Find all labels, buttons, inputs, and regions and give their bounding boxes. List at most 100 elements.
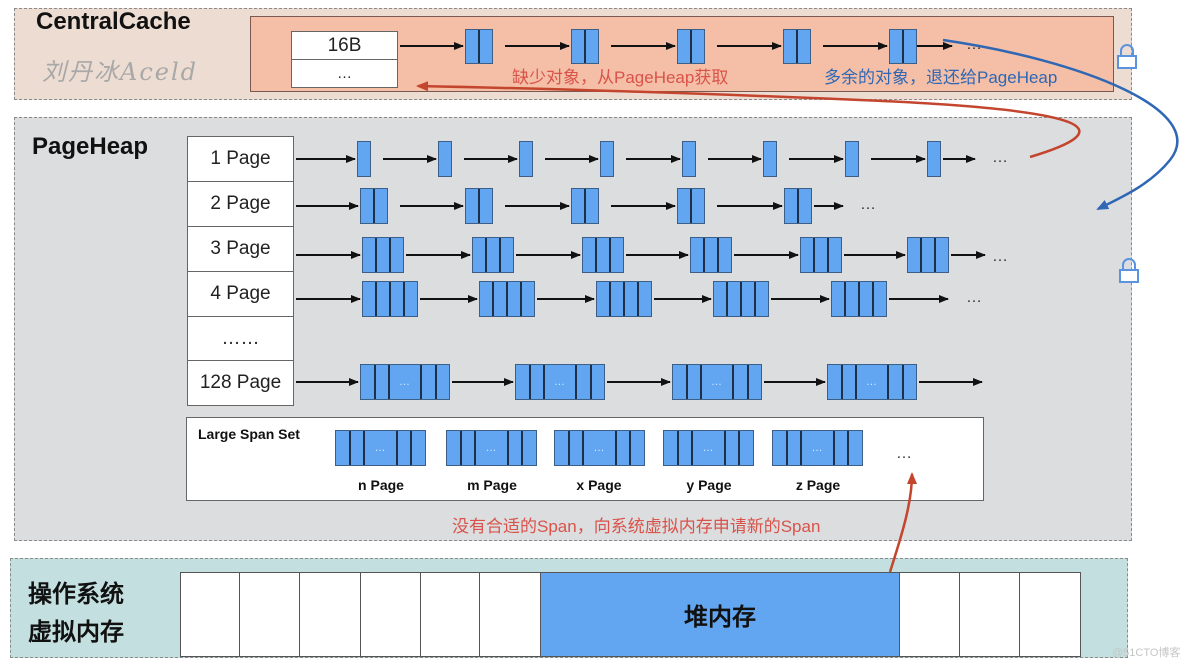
page-class-ellipsis: …… xyxy=(187,316,294,361)
span-page xyxy=(447,431,460,465)
page-class-1: 1 Page xyxy=(187,136,294,182)
span-page-ellipsis: … xyxy=(474,431,506,465)
span-page xyxy=(520,282,534,316)
request-new-span-label: 没有合适的Span，向系统虚拟内存申请新的Span xyxy=(452,517,821,536)
span-page xyxy=(773,431,786,465)
large-span-label-n: n Page xyxy=(358,477,404,493)
span-page xyxy=(738,431,753,465)
span-page xyxy=(595,238,609,272)
span-block: … xyxy=(515,364,605,400)
page-heap-title: PageHeap xyxy=(32,133,149,160)
span-block xyxy=(465,29,493,64)
span-page xyxy=(466,189,478,223)
span-page xyxy=(690,30,704,63)
span-page xyxy=(358,142,370,176)
span-block xyxy=(582,237,624,273)
span-block xyxy=(357,141,371,177)
span-page xyxy=(714,282,726,316)
size-class-more: … xyxy=(291,59,398,88)
span-page xyxy=(373,189,387,223)
span-block xyxy=(519,141,533,177)
span-page xyxy=(410,431,425,465)
page-class-3: 3 Page xyxy=(187,226,294,272)
span-page xyxy=(567,431,583,465)
span-page xyxy=(555,431,568,465)
span-block xyxy=(690,237,732,273)
memory-block xyxy=(959,572,1020,657)
span-page xyxy=(872,282,886,316)
span-block: … xyxy=(446,430,537,466)
row2-trailing-dots: … xyxy=(860,196,878,213)
span-page xyxy=(846,142,858,176)
memory-block xyxy=(479,572,541,657)
span-page xyxy=(847,431,862,465)
span-page xyxy=(473,238,485,272)
page-class-2: 2 Page xyxy=(187,181,294,227)
page-class-128: 128 Page xyxy=(187,360,294,406)
span-block xyxy=(713,281,769,317)
span-block xyxy=(784,188,812,224)
span-page xyxy=(439,142,451,176)
span-block: … xyxy=(335,430,426,466)
span-page xyxy=(784,30,796,63)
span-page xyxy=(934,238,948,272)
span-page xyxy=(703,238,717,272)
span-page xyxy=(691,238,703,272)
span-page xyxy=(480,282,492,316)
span-page xyxy=(375,282,389,316)
span-block: … xyxy=(663,430,754,466)
span-page-ellipsis: … xyxy=(855,365,887,399)
row4-trailing-dots: … xyxy=(966,289,984,306)
memory-block xyxy=(239,572,300,657)
span-page xyxy=(601,142,613,176)
span-page xyxy=(361,365,374,399)
span-block: … xyxy=(554,430,645,466)
memory-block xyxy=(360,572,421,657)
span-page xyxy=(920,238,934,272)
span-block xyxy=(682,141,696,177)
span-page xyxy=(754,282,768,316)
span-page-ellipsis: … xyxy=(691,431,723,465)
span-block xyxy=(677,29,705,64)
span-page xyxy=(584,189,598,223)
span-page xyxy=(389,282,403,316)
span-page xyxy=(785,189,797,223)
span-page xyxy=(589,365,605,399)
span-block xyxy=(479,281,535,317)
span-page xyxy=(844,282,858,316)
span-page-ellipsis: … xyxy=(543,365,575,399)
span-page xyxy=(908,238,920,272)
span-page xyxy=(521,431,536,465)
span-page xyxy=(420,365,435,399)
large-span-trailing-dots: … xyxy=(896,445,914,462)
span-page xyxy=(764,142,776,176)
span-block: … xyxy=(360,364,450,400)
span-page xyxy=(678,189,690,223)
span-page xyxy=(506,431,522,465)
span-page xyxy=(492,282,506,316)
large-span-set-title: Large Span Set xyxy=(198,426,300,442)
span-page xyxy=(609,238,623,272)
span-page xyxy=(828,365,841,399)
span-page xyxy=(832,282,844,316)
large-span-label-y: y Page xyxy=(686,477,732,493)
span-page xyxy=(887,365,902,399)
span-page xyxy=(901,365,917,399)
span-page xyxy=(520,142,532,176)
span-block xyxy=(438,141,452,177)
span-page xyxy=(928,142,940,176)
span-page xyxy=(336,431,349,465)
row1-trailing-dots: … xyxy=(992,149,1010,166)
span-page xyxy=(499,238,513,272)
span-page xyxy=(375,238,389,272)
size-class-16b: 16B xyxy=(291,31,398,60)
span-page xyxy=(637,282,651,316)
span-page-ellipsis: … xyxy=(582,431,614,465)
span-block xyxy=(596,281,652,317)
span-page xyxy=(572,189,584,223)
span-block xyxy=(472,237,514,273)
memory-block xyxy=(899,572,960,657)
span-page xyxy=(746,365,762,399)
span-page xyxy=(575,365,590,399)
span-block xyxy=(362,281,418,317)
